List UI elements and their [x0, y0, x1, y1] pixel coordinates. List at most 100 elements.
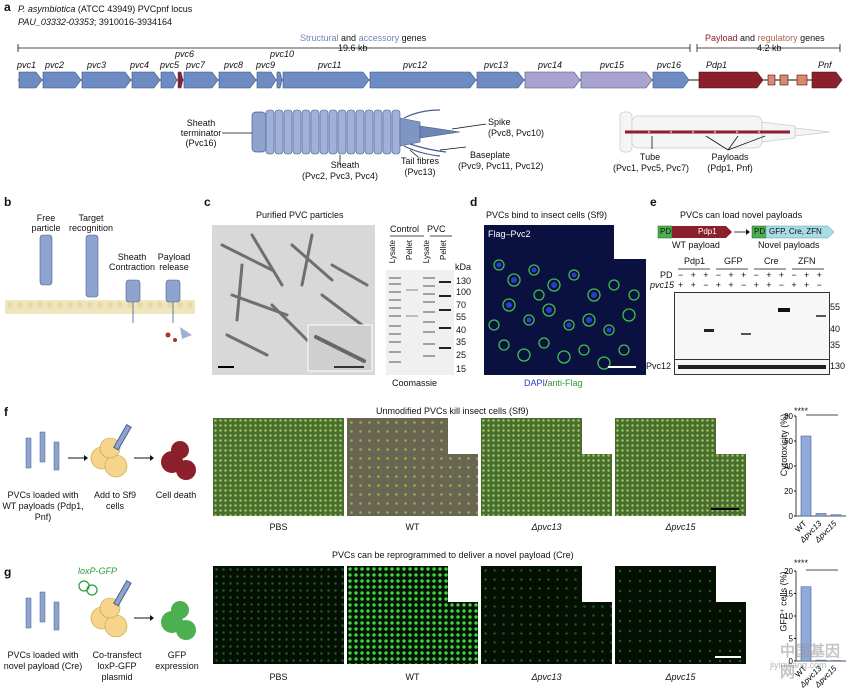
- pvc15-sign-9: −: [778, 280, 785, 290]
- payloads-protein: (Pdp1, Pnf): [707, 163, 753, 173]
- structural-genes-label: Structural and accessory genes: [300, 33, 427, 43]
- kda-35-e: 35: [830, 340, 841, 350]
- pd-box-wt: PD: [660, 227, 672, 236]
- em-micrograph: [212, 225, 375, 375]
- payload-release-label: Payload release: [157, 252, 191, 272]
- bar-1: [800, 435, 812, 517]
- lane-label-3: Lysate: [422, 240, 431, 264]
- kda-70: 70: [456, 300, 467, 310]
- gene-pvc13: [476, 71, 525, 89]
- gene-pdp1: [698, 71, 764, 89]
- label-g-dpvc15: Δpvc15: [665, 672, 696, 682]
- baseplate-label: Baseplate: [470, 150, 511, 160]
- novel-payloads-label: Novel payloads: [758, 240, 820, 250]
- lane-label-4: Pellet: [439, 240, 448, 261]
- pd-sign-1: −: [678, 270, 684, 280]
- locus-coords: ; 3910016-3934164: [93, 17, 172, 27]
- group-cre: Cre: [764, 256, 779, 266]
- pvc15-sign-5: +: [728, 280, 734, 290]
- fluorescence-image-d: [484, 225, 646, 375]
- stain-legend-d: DAPI/anti-Flag: [524, 378, 583, 388]
- micrograph-g-wt: [347, 566, 478, 664]
- control-header: Control: [390, 224, 420, 234]
- gene-label-pdp1: Pdp1: [706, 60, 728, 70]
- payload-genes-label: Payload and regulatory genes: [705, 33, 825, 43]
- gene-pvc14: [524, 71, 581, 89]
- locus-title-line2: PAU_03332-03353; 3910016-3934164: [18, 17, 172, 27]
- gene-map: [17, 44, 843, 89]
- pd-sign-6: +: [741, 270, 747, 280]
- gene-label-pvc5: pvc5: [160, 60, 180, 70]
- lane-label-2: Pellet: [405, 240, 414, 261]
- western-blot-pvc12: [674, 359, 830, 375]
- pd-sign-11: +: [804, 270, 810, 280]
- micrograph-f-pbs: [213, 418, 344, 516]
- kda-55-e: 55: [830, 302, 841, 312]
- pvc15-sign-7: +: [753, 280, 759, 290]
- gene-pvc4: [131, 71, 161, 89]
- gene-pvc9: [256, 71, 277, 89]
- pd-sign-8: +: [766, 270, 772, 280]
- gene-label-pvc12: pvc12: [403, 60, 428, 70]
- coomassie-gel: [386, 270, 454, 375]
- label-f-pbs: PBS: [269, 522, 288, 532]
- novel-payloads-title: PVCs can load novel payloads: [680, 210, 803, 220]
- pdp1-box: Pdp1: [698, 227, 717, 236]
- locus-name: (ATCC 43949) PVCpnf locus: [77, 4, 193, 14]
- group-zfn: ZFN: [798, 256, 816, 266]
- gene-pvc2: [42, 71, 82, 89]
- watermark-cn: 中国基因网: [780, 643, 841, 681]
- group-pdp1: Pdp1: [684, 256, 706, 266]
- insect-binding-title: PVCs bind to insect cells (Sf9): [486, 210, 608, 220]
- kda-label-c: kDa: [455, 262, 472, 272]
- y-tick-label: 40: [784, 462, 793, 471]
- mechanism-diagram: [5, 234, 195, 342]
- pd-sign-4: −: [715, 270, 722, 280]
- gene-label-pvc1: pvc1: [17, 60, 37, 70]
- pd-sign-9: +: [778, 270, 785, 280]
- sheath-contraction-label: Sheath Contraction: [108, 252, 156, 272]
- row-pvc15-label: pvc15: [650, 280, 675, 290]
- kill-insect-title: Unmodified PVCs kill insect cells (Sf9): [376, 406, 529, 416]
- tube-protein: (Pvc1, Pvc5, Pvc7): [612, 163, 690, 173]
- kda-15: 15: [456, 364, 467, 374]
- tail-fibres-label: Tail fibres: [400, 156, 439, 166]
- baseplate-protein: (Pvc9, Pvc11, Pvc12): [458, 161, 544, 171]
- pvc15-sign-2: +: [690, 280, 696, 290]
- y-tick-label: 0: [789, 512, 794, 521]
- panel-g-letter: g: [4, 565, 12, 579]
- row-pd-label: PD: [660, 270, 673, 280]
- kda-130: 130: [456, 276, 472, 286]
- gene-pnf: [811, 71, 843, 89]
- label-g-wt: WT: [405, 672, 420, 682]
- locus-id: PAU_03332-03353: [18, 17, 94, 27]
- micrograph-g-pbs: [213, 566, 344, 664]
- pd-sign-5: +: [728, 270, 734, 280]
- bar-3: [830, 660, 842, 662]
- cap-f-add: Add to Sf9 cells: [93, 490, 137, 511]
- pd-box-novel: PD: [754, 227, 766, 236]
- bar-2: [815, 513, 827, 517]
- lane-label-1: Lysate: [388, 240, 397, 264]
- sig-g: ****: [794, 558, 809, 568]
- panel-e-letter: e: [650, 195, 657, 209]
- gene-pvc7: [183, 71, 219, 89]
- bar-1: [800, 586, 812, 662]
- gene-pvc10: [276, 71, 283, 89]
- gene-pvc5: [160, 71, 178, 89]
- kda-130-e: 130: [830, 361, 846, 371]
- payload-construct-diagram: [657, 225, 835, 239]
- panel-c-letter: c: [204, 195, 211, 209]
- label-f-dpvc15: Δpvc15: [665, 522, 696, 532]
- pvc15-sign-12: −: [816, 280, 822, 290]
- gene-label-pvc4: pvc4: [130, 60, 150, 70]
- cap-g-loaded: PVCs loaded with novel payload (Cre): [3, 650, 83, 671]
- sheath-terminator-label: Sheath terminator: [180, 118, 222, 138]
- gene-label-pvc6: pvc6: [175, 49, 195, 59]
- target-recognition-label: Target recognition: [68, 213, 114, 233]
- sheath-terminator-protein: (Pvc16): [185, 138, 217, 148]
- locus-title-line1: P. asymbiotica (ATCC 43949) PVCpnf locus: [18, 4, 192, 14]
- pvc15-sign-6: −: [741, 280, 747, 290]
- y-tick-label: 80: [784, 412, 793, 421]
